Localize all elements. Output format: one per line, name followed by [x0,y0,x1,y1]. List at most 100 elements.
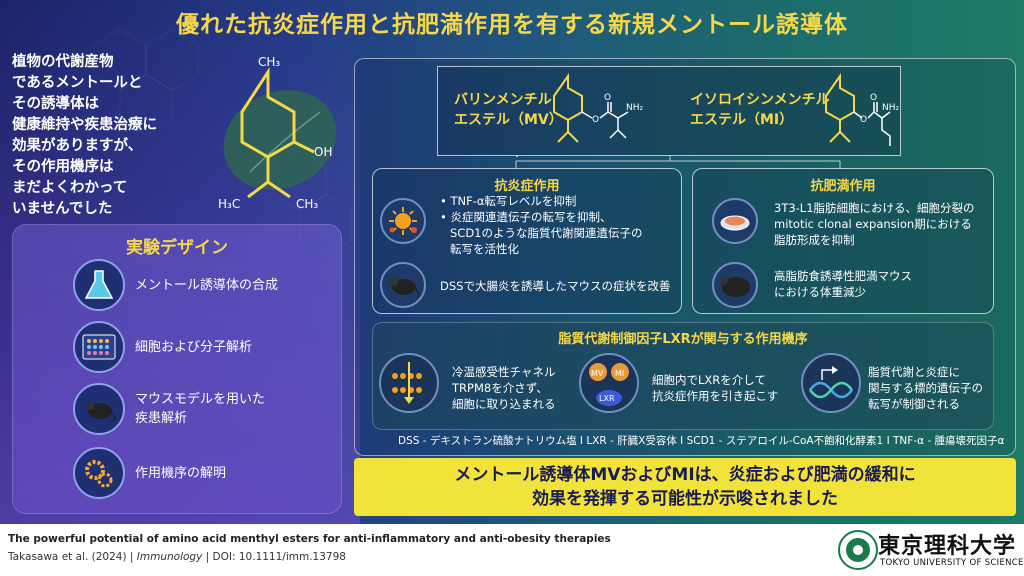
step-line: TRPM8を介さず、 [452,381,548,395]
bullet-item: • 炎症関連遺伝子の転写を抑制、 [440,210,612,224]
connector [516,156,518,157]
design-item-label: メントール誘導体の合成 [135,277,279,293]
bullet-text: SCD1のような脂質代謝関連遺伝子の [450,226,643,240]
cell-text-line: mitotic clonal expansion期における [774,217,972,231]
anti-obesity-mouse-text: 高脂肪食誘導性肥満マウス における体重減少 [774,268,912,300]
bullet-text: TNF-α転写レベルを抑制 [450,194,577,208]
lxr-step3: 脂質代謝と炎症に 関与する標的遺伝子の 転写が制御される [868,364,983,412]
mv-tag: MV [591,369,604,378]
svg-text:O: O [870,93,877,103]
lxr-heading: 脂質代謝制御因子LXRが関与する作用機序 [558,332,808,347]
mi-structure: O O NH₂ [825,72,900,146]
mouse-icon [380,262,426,308]
mi-tag: MI [615,369,624,378]
university-name-jp: 東京理科大学 [878,534,1017,559]
mi-name-line: エステル（MI） [690,112,794,128]
lxr-binding-icon: MV MI LXR [579,353,639,413]
intro-line: 効果がありますが、 [12,138,143,154]
separator: | [129,551,134,563]
intro-line: 植物の代謝産物 [12,54,114,70]
experimental-design-panel: 実験デザイン メントール誘導体の合成 細胞および分子解析 マウスモデルを用いた [12,224,342,514]
step-line: 細胞に取り込まれる [452,397,556,411]
citation: Takasawa et al. (2024) | Immunology | DO… [8,551,346,563]
intro-text: 植物の代謝産物 であるメントールと その誘導体は 健康維持や疾患治療に 効果があ… [12,52,212,220]
journal: Immunology [136,551,203,563]
conclusion-line: 効果を発揮する可能性が示唆されました [532,489,838,509]
design-item-label: 細胞および分子解析 [135,339,253,355]
lxr-mechanism-box: 脂質代謝制御因子LXRが関与する作用機序 [372,322,994,430]
doi-link[interactable]: DOI: 10.1111/imm.13798 [212,551,346,563]
leaf-icon [223,90,337,190]
intro-line: いませんでした [12,201,113,217]
conclusion-banner: メントール誘導体MVおよびMIは、炎症および肥満の緩和に 効果を発揮する可能性が… [354,458,1016,516]
mi-name: イソロイシンメンチル エステル（MI） [690,90,830,130]
bullet-item: • TNF-α転写レベルを抑制 [440,194,577,208]
authors: Takasawa et al. (2024) [8,551,127,563]
mi-name-line: イソロイシンメンチル [690,92,830,108]
footer: The powerful potential of amino acid men… [0,524,1024,576]
ch3-top-label: CH₃ [258,55,280,69]
svg-text:O: O [860,115,867,125]
svg-text:O: O [604,93,611,103]
cell-text-line: 3T3-L1脂肪細胞における、細胞分裂の [774,201,975,215]
h3c-label: H₃C [218,197,240,211]
anti-inflammatory-heading: 抗炎症作用 [494,179,560,194]
mv-structure: O O NH₂ [553,72,644,143]
dna-icon [801,353,861,413]
anti-inflammatory-bullets: • TNF-α転写レベルを抑制 • 炎症関連遺伝子の転写を抑制、 SCD1のよう… [440,193,643,257]
well-plate-icon [73,321,125,373]
anti-inflammatory-mouse-text: DSSで大腸炎を誘導したマウスの症状を改善 [440,279,671,293]
university-seal-icon [838,530,878,570]
intro-line: 健康維持や疾患治療に [12,117,157,133]
abbreviations: DSS - デキストラン硫酸ナトリウム塩 I LXR - 肝臓X受容体 I SC… [398,435,1005,447]
lxr-step2: 細胞内でLXRを介して 抗炎症作用を引き起こす [652,372,778,404]
petri-dish-icon [712,198,758,244]
intro-line: その作用機序は [12,159,114,175]
connector-lines [515,155,841,169]
gears-icon [73,447,125,499]
mouse-icon [73,383,125,435]
separator: | [205,551,210,563]
mouse-text-line: における体重減少 [774,285,866,299]
cell-text-line: 脂肪形成を抑制 [774,233,855,247]
intro-line: まだよくわかって [12,180,128,196]
design-heading: 実験デザイン [126,238,228,258]
anti-obesity-cell-text: 3T3-L1脂肪細胞における、細胞分裂の mitotic clonal expa… [774,200,975,248]
step-line: 関与する標的遺伝子の [868,381,983,395]
svg-text:O: O [592,115,599,125]
conclusion-line: メントール誘導体MVおよびMIは、炎症および肥満の緩和に [454,465,916,485]
mi-nh2-label: NH₂ [882,103,900,113]
design-item-label-line: 疾患解析 [135,411,188,426]
bullet-text: 炎症関連遺伝子の転写を抑制、 [450,210,612,224]
intro-line: であるメントールと [12,75,143,91]
intro-line: その誘導体は [12,96,99,112]
flask-icon [73,259,125,311]
design-item-label-line: マウスモデルを用いた [135,392,266,407]
design-item-label: マウスモデルを用いた 疾患解析 [135,390,265,428]
compounds-box [437,66,901,156]
step-line: 細胞内でLXRを介して [652,373,766,387]
bullet-text: 転写を活性化 [450,242,519,256]
ch3-right-label: CH₃ [296,197,318,211]
mv-name: バリンメンチル エステル（MV） [454,90,563,130]
mv-name-line: バリンメンチル [454,92,552,108]
membrane-icon [379,353,439,413]
step-line: 抗炎症作用を引き起こす [652,389,779,403]
design-item-label: 作用機序の解明 [135,465,227,481]
mv-nh2-label: NH₂ [626,103,644,113]
university-name-en: TOKYO UNIVERSITY OF SCIENCE [880,558,1024,568]
mouse-text-line: 高脂肪食誘導性肥満マウス [774,269,912,283]
poster: 優れた抗炎症作用と抗肥満作用を有する新規メントール誘導体 植物の代謝産物 である… [0,0,1024,524]
mv-name-line: エステル（MV） [454,112,563,128]
step-line: 冷温感受性チャネル [452,365,556,379]
inflammation-icon [380,198,426,244]
paper-title: The powerful potential of amino acid men… [8,533,611,545]
oh-label: OH [314,145,332,159]
menthol-structure: CH₃ OH H₃C CH₃ [218,55,337,211]
lxr-step1: 冷温感受性チャネル TRPM8を介さず、 細胞に取り込まれる [452,364,556,412]
poster-title: 優れた抗炎症作用と抗肥満作用を有する新規メントール誘導体 [176,12,848,38]
obese-mouse-icon [712,262,758,308]
step-line: 脂質代謝と炎症に [868,365,960,379]
step-line: 転写が制御される [868,397,960,411]
lxr-tag: LXR [599,394,615,403]
